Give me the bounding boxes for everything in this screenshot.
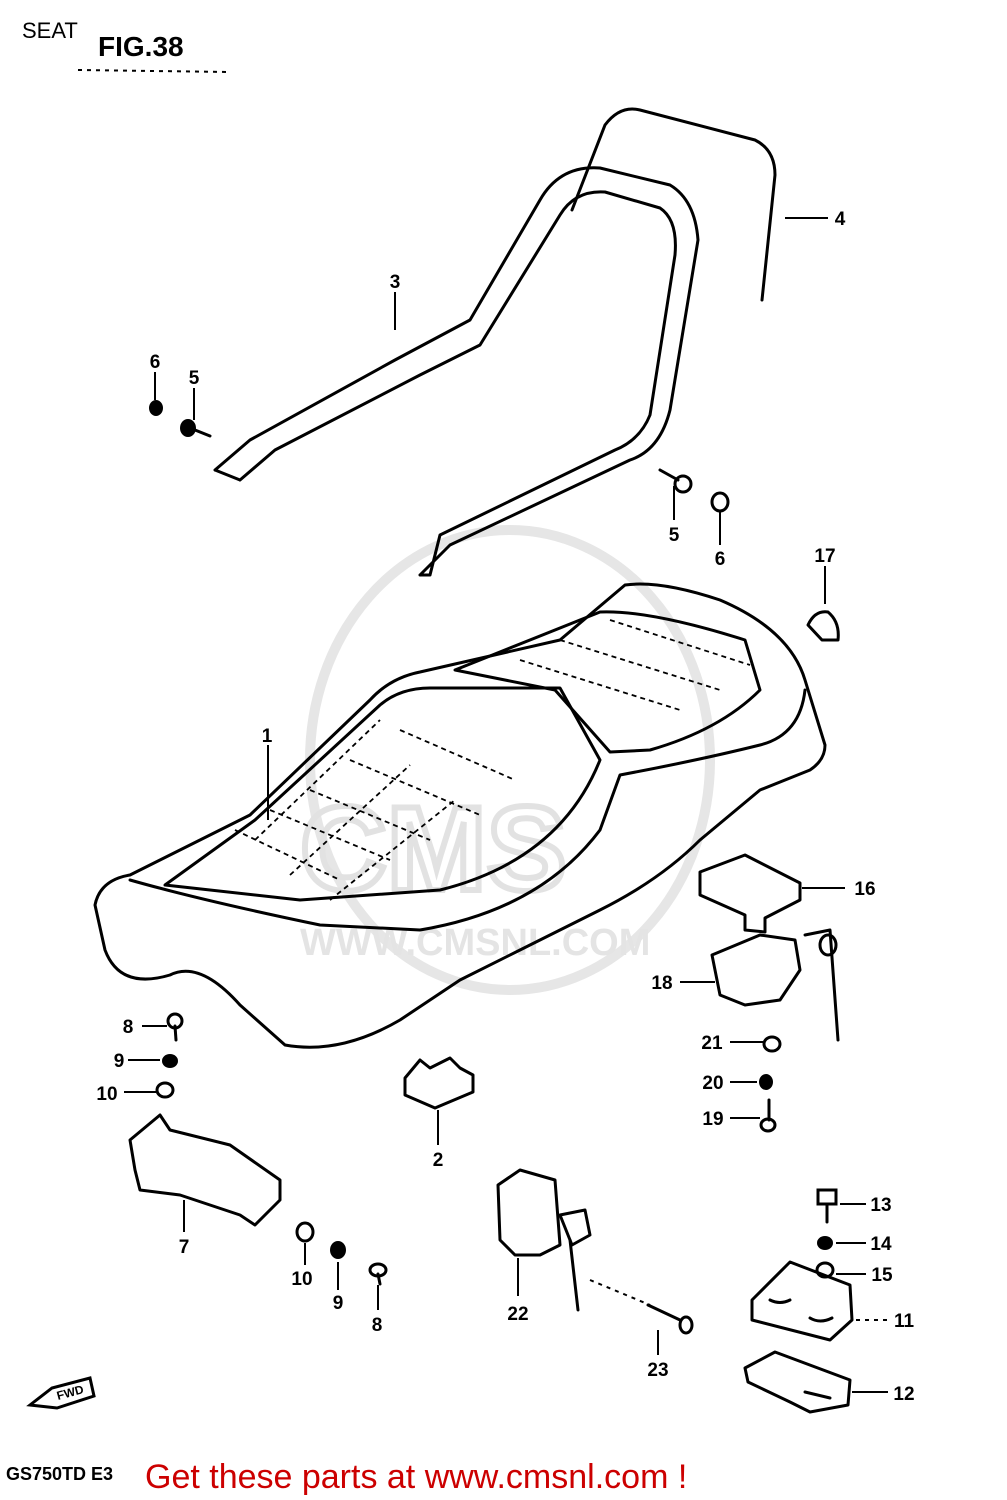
part-6-nut-right [710, 491, 730, 513]
callout-12: 12 [893, 1384, 914, 1405]
callout-9-upper: 9 [114, 1051, 125, 1072]
part-12-plate [743, 1350, 852, 1414]
callout-20: 20 [702, 1073, 723, 1094]
part-3-grab-rail [213, 166, 700, 577]
callout-14: 14 [870, 1234, 892, 1255]
callout-19: 19 [702, 1109, 723, 1130]
callout-6-right: 6 [715, 549, 726, 570]
part-5-bolt-right [658, 468, 693, 494]
part-6-nut-left [149, 400, 163, 416]
part-23-screw [646, 1303, 694, 1335]
fwd-arrow: FWD [26, 1376, 96, 1410]
leader-lines [124, 217, 888, 1393]
callout-6-left: 6 [150, 352, 161, 373]
part-19-bolt [759, 1098, 777, 1133]
callout-4: 4 [835, 209, 846, 230]
part-13-bolt [816, 1188, 838, 1224]
callout-8-upper: 8 [123, 1017, 134, 1038]
callout-16: 16 [854, 879, 875, 900]
part-21-washer [762, 1035, 782, 1053]
part-16-bracket [698, 853, 802, 934]
part-22-helmet-lock [496, 1168, 592, 1312]
part-10-washer-lower [295, 1221, 315, 1243]
section-title: SEAT [22, 18, 78, 43]
part-8-bolt-lower [368, 1262, 388, 1286]
part-9-nut-left [162, 1054, 178, 1068]
callout-10-lower: 10 [291, 1269, 312, 1290]
callout-18: 18 [651, 973, 672, 994]
part-8-bolt-left [166, 1012, 184, 1042]
callout-numbers: 1 2 3 4 5 5 6 6 7 8 8 9 9 10 10 11 12 13… [96, 209, 914, 1405]
part-10-washer-left [155, 1081, 175, 1099]
part-11-bracket [750, 1260, 854, 1342]
header-underline [77, 69, 231, 73]
callout-7: 7 [179, 1237, 190, 1258]
callout-22: 22 [507, 1304, 528, 1325]
fwd-label: FWD [55, 1382, 85, 1403]
leader-22-23-dash [589, 1279, 651, 1306]
callout-23: 23 [647, 1360, 668, 1381]
callout-5-left: 5 [189, 368, 200, 389]
callout-2: 2 [433, 1150, 444, 1171]
callout-13: 13 [870, 1195, 891, 1216]
callout-17: 17 [814, 546, 835, 567]
footer-parts-link[interactable]: Get these parts at www.cmsnl.com ! [145, 1458, 687, 1496]
part-9-nut-lower [330, 1241, 346, 1259]
callout-15: 15 [871, 1265, 893, 1286]
watermark: CMS WWW.CMSNL.COM [297, 525, 715, 995]
part-4-grab-bar-rear [570, 107, 777, 302]
part-20-nut [759, 1074, 773, 1090]
part-18-seat-lock [710, 928, 840, 1042]
part-7-hinge [128, 1113, 282, 1227]
watermark-url: WWW.CMSNL.COM [300, 922, 650, 964]
callout-10-upper: 10 [96, 1084, 117, 1105]
figure-number: FIG.38 [98, 31, 184, 62]
callout-1: 1 [262, 726, 273, 747]
callout-5-right: 5 [669, 525, 680, 546]
callout-8-lower: 8 [372, 1315, 383, 1336]
watermark-ring [305, 525, 715, 995]
model-code: GS750TD E3 [6, 1464, 113, 1484]
callout-3: 3 [390, 272, 401, 293]
part-14-nut [817, 1236, 833, 1250]
part-17-cushion [806, 610, 840, 642]
part-5-bolt-left [180, 419, 212, 438]
callout-9-lower: 9 [333, 1293, 344, 1314]
callout-21: 21 [701, 1033, 723, 1054]
part-2-damper [403, 1056, 475, 1110]
callout-11: 11 [894, 1311, 915, 1332]
part-1-seat [93, 582, 827, 1049]
